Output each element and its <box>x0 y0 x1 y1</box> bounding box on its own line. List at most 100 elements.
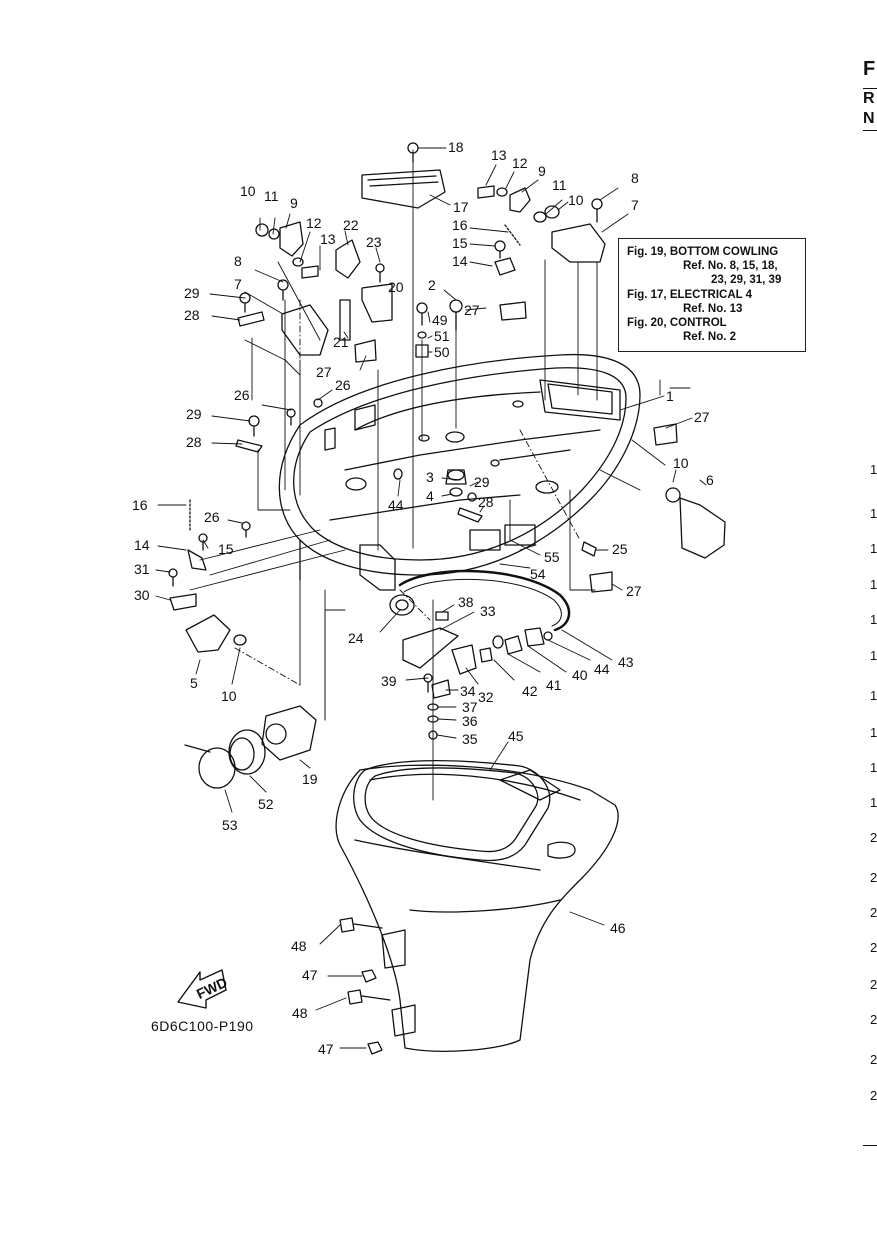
edge-number: 1 <box>870 795 877 810</box>
edge-number: 2 <box>870 977 877 992</box>
edge-number: 2 <box>870 905 877 920</box>
reference-note-box: Fig. 19, BOTTOM COWLING Ref. No. 8, 15, … <box>618 238 806 352</box>
callout: 44 <box>388 497 404 513</box>
edge-number: 1 <box>870 577 877 592</box>
callout: 35 <box>462 731 478 747</box>
callout: 12 <box>512 155 528 171</box>
callout: 9 <box>538 163 546 179</box>
callout: 32 <box>478 689 494 705</box>
edge-number: 2 <box>870 940 877 955</box>
diagram-code: 6D6C100-P190 <box>151 1018 254 1034</box>
callout: 2 <box>428 277 436 293</box>
callout: 27 <box>316 364 332 380</box>
ref-line: Fig. 17, ELECTRICAL 4 <box>627 288 753 301</box>
callout: 10 <box>221 688 237 704</box>
callout: 50 <box>434 344 450 360</box>
callout: 14 <box>452 253 468 269</box>
callout: 25 <box>612 541 628 557</box>
ref-line: Ref. No. 13 <box>683 302 743 315</box>
callout: 38 <box>458 594 474 610</box>
callout: 9 <box>290 195 298 211</box>
callout: 15 <box>218 541 234 557</box>
edge-number: 2 <box>870 830 877 845</box>
fwd-arrow-icon <box>177 969 227 1009</box>
ref-line: Ref. No. 2 <box>683 331 737 344</box>
callout: 34 <box>460 683 476 699</box>
edge-number: 1 <box>870 612 877 627</box>
callout: 28 <box>184 307 200 323</box>
callout: 23 <box>366 234 382 250</box>
callout: 7 <box>234 276 242 292</box>
callout: 11 <box>264 188 279 204</box>
callout: 48 <box>292 1005 308 1021</box>
ref-line: Fig. 20, CONTROL <box>627 317 727 330</box>
edge-number: 1 <box>870 506 877 521</box>
callout: 6 <box>706 472 714 488</box>
callout: 1 <box>666 388 674 404</box>
callout: 13 <box>491 147 507 163</box>
callout: 33 <box>480 603 496 619</box>
edge-rule <box>863 88 877 89</box>
edge-header-letter: F <box>863 58 876 80</box>
callout: 24 <box>348 630 364 646</box>
edge-number: 2 <box>870 1012 877 1027</box>
callout: 12 <box>306 215 322 231</box>
edge-header-letter: R <box>863 90 875 107</box>
callout: 20 <box>388 279 404 295</box>
callout: 53 <box>222 817 238 833</box>
callout: 37 <box>462 699 478 715</box>
callout: 10 <box>240 183 256 199</box>
callout: 47 <box>318 1041 334 1057</box>
callout: 26 <box>234 387 250 403</box>
callout: 26 <box>335 377 351 393</box>
callout: 36 <box>462 713 478 729</box>
callout: 26 <box>204 509 220 525</box>
ref-line: Fig. 19, BOTTOM COWLING <box>627 246 779 258</box>
callout: 51 <box>434 328 450 344</box>
callout: 44 <box>594 661 610 677</box>
top-cowling-body <box>278 353 641 591</box>
edge-rule <box>863 1145 877 1146</box>
callout: 10 <box>568 192 584 208</box>
edge-number: 1 <box>870 760 877 775</box>
callout: 41 <box>546 677 562 693</box>
edge-header-letter: N <box>863 110 875 127</box>
callout: 19 <box>302 771 318 787</box>
callout: 55 <box>544 549 560 565</box>
callout: 14 <box>134 537 150 553</box>
callout: 29 <box>186 406 202 422</box>
edge-number: 2 <box>870 870 877 885</box>
callout: 16 <box>452 217 468 233</box>
callout: 22 <box>343 217 359 233</box>
callout: 7 <box>631 197 639 213</box>
callout: 11 <box>552 177 567 193</box>
callout: 13 <box>320 231 336 247</box>
callout: 46 <box>610 920 626 936</box>
hardware <box>168 142 726 1055</box>
seal-ring <box>353 760 551 862</box>
callout: 45 <box>508 728 524 744</box>
callout: 28 <box>478 494 494 510</box>
edge-number: 1 <box>870 725 877 740</box>
callout: 21 <box>333 334 349 350</box>
callout: 29 <box>184 285 200 301</box>
edge-number: 2 <box>870 1088 877 1103</box>
edge-number: 1 <box>870 541 877 556</box>
callout: 30 <box>134 587 150 603</box>
callout: 3 <box>426 469 434 485</box>
edge-number: 1 <box>870 688 877 703</box>
callout: 18 <box>448 139 464 155</box>
callout: 31 <box>134 561 150 577</box>
callout: 17 <box>453 199 469 215</box>
callout: 8 <box>234 253 242 269</box>
callout: 42 <box>522 683 538 699</box>
callout: 43 <box>618 654 634 670</box>
callout: 48 <box>291 938 307 954</box>
callout: 10 <box>673 455 689 471</box>
callout: 28 <box>186 434 202 450</box>
callout: 49 <box>432 312 448 328</box>
callout: 47 <box>302 967 318 983</box>
edge-number: 2 <box>870 1052 877 1067</box>
edge-rule <box>863 130 877 131</box>
